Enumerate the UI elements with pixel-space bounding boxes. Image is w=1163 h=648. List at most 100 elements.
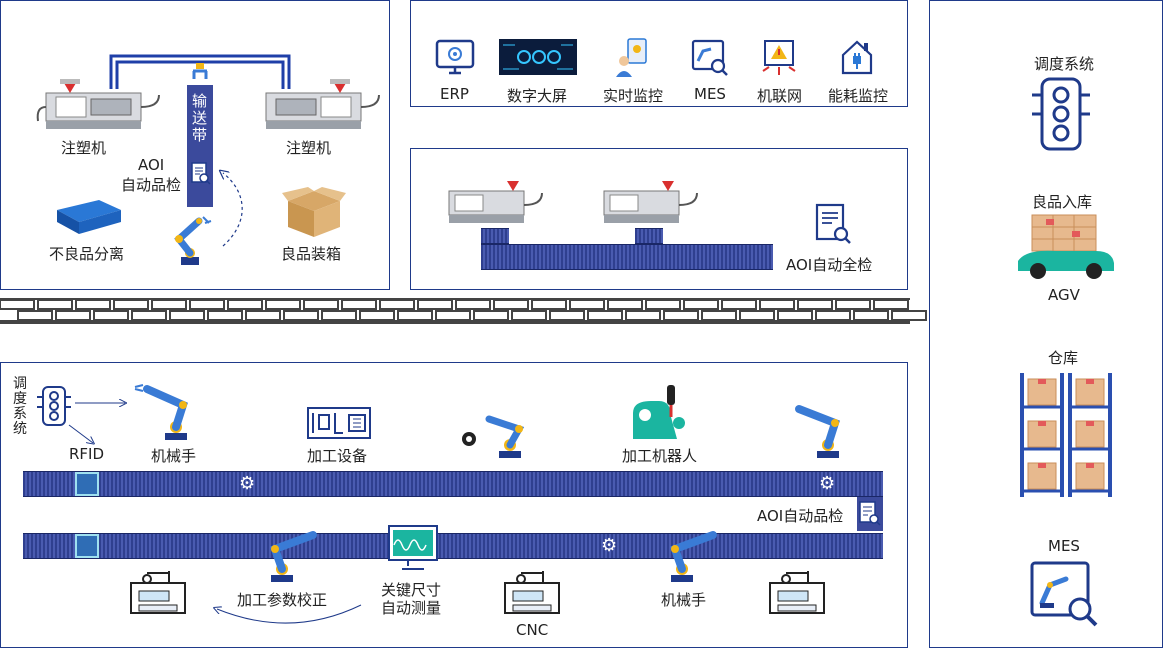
vertical-conveyor bbox=[187, 85, 213, 207]
inspect-doc-icon bbox=[191, 162, 211, 185]
robot-arm2-label: 机械手 bbox=[661, 591, 707, 609]
return-arrow bbox=[211, 604, 362, 624]
aoi-label-line1: AOI bbox=[138, 156, 165, 174]
rail-segment bbox=[265, 299, 301, 310]
mid-conveyor bbox=[481, 244, 773, 270]
rail-segment bbox=[797, 299, 833, 310]
measure-label-line2: 自动测量 bbox=[381, 599, 442, 617]
mid-conveyor-drop2 bbox=[635, 228, 663, 244]
rail-segment bbox=[683, 299, 719, 310]
rail-segment bbox=[151, 299, 187, 310]
rail-segment bbox=[207, 310, 243, 321]
gear-icon: ⚙ bbox=[239, 473, 256, 494]
reject-label: 不良品分离 bbox=[49, 245, 125, 263]
rail-segment bbox=[853, 310, 889, 321]
agv-label: AGV bbox=[1048, 286, 1080, 304]
good-box-icon bbox=[282, 187, 346, 237]
machine-left-label: 注塑机 bbox=[61, 139, 107, 157]
rail-segment bbox=[169, 310, 205, 321]
warehouse-rack-icon bbox=[1020, 373, 1112, 497]
aoi-full-panel: AOI自动全检 bbox=[410, 148, 908, 290]
energy-icon[interactable] bbox=[839, 39, 875, 77]
injection-machine-right-icon bbox=[265, 79, 380, 129]
aoi-doc-icon bbox=[815, 203, 851, 244]
system-label-monitor: 实时监控 bbox=[603, 87, 664, 105]
robot-arm-3-icon bbox=[795, 405, 840, 458]
measure-label-line1: 关键尺寸 bbox=[381, 581, 442, 599]
rail-segment bbox=[721, 299, 757, 310]
right-dispatch-label: 调度系统 bbox=[1034, 55, 1095, 73]
aoi-inspect-label: AOI自动品检 bbox=[757, 507, 844, 525]
measure-screen-icon bbox=[388, 525, 438, 570]
rail-segment bbox=[739, 310, 775, 321]
rail-segment bbox=[93, 310, 129, 321]
rail-segment bbox=[569, 299, 605, 310]
equipment-label: 加工设备 bbox=[307, 447, 368, 465]
gripper-icon bbox=[192, 63, 208, 79]
mid-conveyor-drop1 bbox=[481, 228, 509, 244]
system-label-network: 机联网 bbox=[757, 87, 803, 105]
robot-arm-icon bbox=[174, 216, 212, 265]
rfid-label: RFID bbox=[69, 445, 105, 463]
rail-segment bbox=[303, 299, 339, 310]
upper-conveyor bbox=[23, 471, 883, 497]
rail-segment bbox=[341, 299, 377, 310]
rail-segment bbox=[835, 299, 871, 310]
rfid-chip-2-icon bbox=[75, 534, 99, 558]
robot-arm-4-icon bbox=[669, 531, 717, 582]
mes-icon[interactable] bbox=[691, 39, 731, 77]
processing-robot-icon bbox=[633, 385, 685, 439]
machine-right-label: 注塑机 bbox=[286, 139, 332, 157]
rail-segment bbox=[379, 299, 415, 310]
rail-segment bbox=[37, 299, 73, 310]
erp-icon[interactable] bbox=[435, 39, 475, 75]
dashboard-icon[interactable] bbox=[499, 39, 579, 77]
traffic-light-icon bbox=[1032, 77, 1090, 151]
system-label-energy: 能耗监控 bbox=[828, 87, 889, 105]
goods-in-label: 良品入库 bbox=[1032, 193, 1093, 211]
rail-segment bbox=[873, 299, 909, 310]
robot-arm-1-icon bbox=[134, 384, 188, 440]
network-icon[interactable] bbox=[761, 39, 797, 77]
rail-segment bbox=[645, 299, 681, 310]
rail-segment bbox=[321, 310, 357, 321]
rail-segment bbox=[625, 310, 661, 321]
rail-segment bbox=[531, 299, 567, 310]
rfid-chip-1-icon bbox=[75, 472, 99, 496]
cnc-machine-2-icon bbox=[504, 571, 560, 614]
gear-icon: ⚙ bbox=[601, 535, 618, 556]
rail-segment bbox=[587, 310, 623, 321]
rail-segment bbox=[511, 310, 547, 321]
logistics-panel: 调度系统 良品入库 AGV 仓库 MES bbox=[929, 0, 1163, 648]
rail-segment bbox=[17, 310, 53, 321]
rail-segment bbox=[283, 310, 319, 321]
monitor-person-icon[interactable] bbox=[616, 38, 650, 79]
rail-segment bbox=[891, 310, 927, 321]
pack-label: 良品装箱 bbox=[281, 245, 342, 263]
cnc-label: CNC bbox=[516, 621, 549, 639]
robot-arm-label: 机械手 bbox=[151, 447, 197, 465]
machining-panel: 调度系统 RFID 机械手 加工设备 bbox=[0, 362, 908, 648]
system-label-dashboard: 数字大屏 bbox=[507, 87, 568, 105]
systems-panel: ERP 数字大屏 实时监控 MES 机联网 能耗监控 bbox=[410, 0, 908, 107]
rail-segment bbox=[777, 310, 813, 321]
gear-icon: ⚙ bbox=[819, 473, 836, 494]
rail-segment bbox=[455, 299, 491, 310]
system-label-erp: ERP bbox=[440, 85, 469, 103]
rail-segment bbox=[359, 310, 395, 321]
warehouse-label: 仓库 bbox=[1048, 349, 1079, 367]
robot-arm-param-icon bbox=[269, 531, 317, 582]
overhead-pipe bbox=[109, 54, 291, 247]
rail-segment bbox=[493, 299, 529, 310]
rail-segment bbox=[607, 299, 643, 310]
mes-large-icon bbox=[1030, 561, 1098, 627]
lower-conveyor bbox=[23, 533, 883, 559]
rail-segment bbox=[0, 299, 35, 310]
injection-molding-panel: 注塑机 注塑机 输送带 AOI 自动品检 不良品分离 bbox=[0, 0, 390, 290]
reject-box-icon bbox=[57, 200, 121, 234]
rail-segment bbox=[245, 310, 281, 321]
processing-robot-label: 加工机器人 bbox=[622, 447, 698, 465]
rail-segment bbox=[113, 299, 149, 310]
rail-segment bbox=[227, 299, 263, 310]
rail-segment bbox=[435, 310, 471, 321]
